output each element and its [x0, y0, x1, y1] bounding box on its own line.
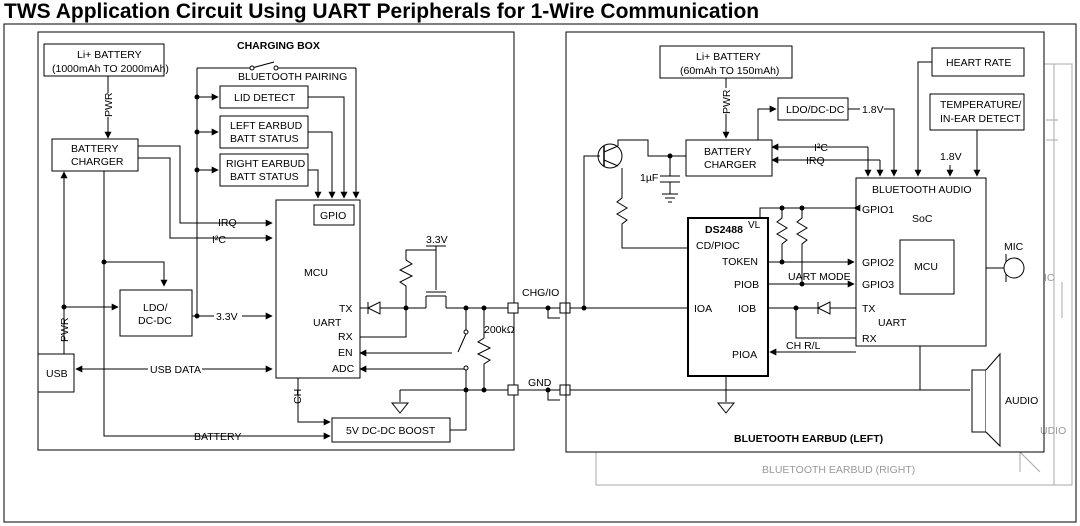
- right-batt-status-box: [219, 153, 309, 187]
- heart-rate-label: HEART RATE: [946, 57, 1011, 69]
- box-3v3-top-label: 3.3V: [426, 234, 448, 246]
- box-battery-charger: [51, 138, 139, 172]
- chg-io-pad-bud: [559, 302, 571, 314]
- soc-line2: SoC: [912, 213, 933, 225]
- bud-charger-line1: BATTERY: [704, 146, 751, 158]
- bud-i2c-label: I²C: [814, 142, 828, 154]
- soc-gpio3: GPIO3: [862, 279, 894, 291]
- ds-ioa: IOA: [694, 303, 712, 315]
- bud-ldo-label: LDO/DC-DC: [786, 104, 845, 116]
- temp-box: [929, 93, 1025, 131]
- lid-detect-label: LID DETECT: [234, 92, 296, 104]
- gnd-pad-bud: [559, 384, 571, 396]
- right-batt-line1: RIGHT EARBUD: [226, 158, 306, 170]
- heart-rate-box: [931, 47, 1025, 77]
- box-boost-label: 5V DC-DC BOOST: [346, 425, 436, 437]
- box-usb-label: USB: [46, 368, 68, 380]
- right-earbud-ghost: [595, 63, 1073, 486]
- box-charger-line1: BATTERY: [71, 143, 118, 155]
- bud-battery-line1: Li+ BATTERY: [696, 51, 761, 63]
- box-battery-line2: (1000mAh TO 2000mAh): [52, 63, 169, 75]
- left-batt-line1: LEFT EARBUD: [230, 120, 303, 132]
- charging-box-label: CHARGING BOX: [237, 40, 320, 52]
- ds-cd-pioc: CD/PIOC: [696, 240, 740, 252]
- pwr-label-2: PWR: [59, 317, 71, 342]
- soc-gpio2: GPIO2: [862, 257, 894, 269]
- ds2488-name: DS2488: [705, 224, 743, 236]
- speaker-body: [971, 369, 987, 433]
- bud-battery-charger: [685, 139, 773, 177]
- box-i2c-label: I²C: [212, 234, 226, 246]
- soc-mcu-label: MCU: [914, 261, 938, 273]
- gnd-pad-box: [507, 384, 519, 396]
- box-charger-line2: CHARGER: [71, 156, 124, 168]
- speaker-cone: [985, 352, 1001, 448]
- temp-line2: IN-EAR DETECT: [940, 113, 1021, 125]
- outer-frame: [3, 23, 1077, 523]
- right-earbud-label: BLUETOOTH EARBUD (RIGHT): [762, 464, 915, 476]
- bud-irq-label: IRQ: [806, 155, 825, 167]
- ch-rl-label: CH R/L: [786, 340, 821, 352]
- box-ldo-line1: LDO/: [143, 302, 168, 314]
- gnd-label: GND: [528, 377, 552, 389]
- earbud-frame: [565, 31, 1045, 453]
- temp-line1: TEMPERATURE/: [940, 99, 1022, 111]
- mcu-rx-label: RX: [338, 331, 353, 343]
- earbud-label: BLUETOOTH EARBUD (LEFT): [734, 433, 883, 445]
- box-battery-line1: Li+ BATTERY: [77, 49, 142, 61]
- soc-gpio1: GPIO1: [862, 204, 894, 216]
- ghost-audio-label: UDIO: [1040, 425, 1066, 437]
- bt-pairing-label: BLUETOOTH PAIRING: [238, 71, 347, 83]
- box-boost: [331, 417, 451, 443]
- mcu-en-label: EN: [338, 347, 353, 359]
- bud-1v8-a: 1.8V: [862, 104, 884, 116]
- box-irq-label: IRQ: [218, 217, 237, 229]
- ghost-ic-label: IC: [1044, 272, 1055, 284]
- diagram-title: TWS Application Circuit Using UART Perip…: [4, 0, 760, 23]
- box-battery-label: BATTERY: [194, 431, 241, 443]
- mcu-tx-label: TX: [339, 303, 352, 315]
- ds-token: TOKEN: [722, 256, 758, 268]
- right-batt-line2: BATT STATUS: [230, 171, 299, 183]
- soc-rx: RX: [862, 333, 877, 345]
- usb-data-label: USB DATA: [150, 364, 201, 376]
- ds-piob: PIOB: [734, 279, 759, 291]
- ds2488-vl: VL: [748, 220, 761, 231]
- r200k-label: 200kΩ: [484, 324, 515, 336]
- left-batt-line2: BATT STATUS: [230, 133, 299, 145]
- box-battery: [43, 43, 165, 77]
- ds2488-box: [687, 217, 769, 377]
- uart-mode-label: UART MODE: [788, 271, 851, 283]
- soc-uart: UART: [878, 317, 907, 329]
- bud-pwr-label: PWR: [721, 89, 733, 114]
- soc-tx: TX: [862, 303, 875, 315]
- charging-box-frame: [37, 31, 515, 451]
- pwr-label-1: PWR: [103, 92, 115, 117]
- mcu-uart-label: UART: [313, 317, 342, 329]
- soc-line1: BLUETOOTH AUDIO: [872, 184, 972, 196]
- box-mcu-label: MCU: [304, 267, 328, 279]
- box-3v3-label: 3.3V: [216, 311, 238, 323]
- mic-label: MIC: [1004, 241, 1024, 253]
- chg-io-pad-box: [507, 302, 519, 314]
- mcu-adc-label: ADC: [332, 363, 355, 375]
- bud-battery-line2: (60mAh TO 150mAh): [680, 65, 779, 77]
- bud-charger-line2: CHARGER: [704, 159, 757, 171]
- box-gpio: [313, 204, 355, 226]
- ch-label: CH: [292, 389, 304, 404]
- box-ldo: [119, 289, 193, 337]
- audio-label: AUDIO: [1005, 395, 1038, 407]
- cap-label: 1µF: [640, 172, 658, 184]
- chg-io-label: CHG/IO: [522, 287, 559, 299]
- soc-mcu-box: [899, 239, 955, 295]
- ds-pioa: PIOA: [732, 349, 757, 361]
- bud-1v8-b: 1.8V: [940, 151, 962, 163]
- box-usb: [37, 353, 75, 393]
- box-gpio-label: GPIO: [320, 210, 346, 222]
- box-mcu: [275, 199, 361, 379]
- ds-iob: IOB: [738, 303, 756, 315]
- box-ldo-line2: DC-DC: [138, 315, 172, 327]
